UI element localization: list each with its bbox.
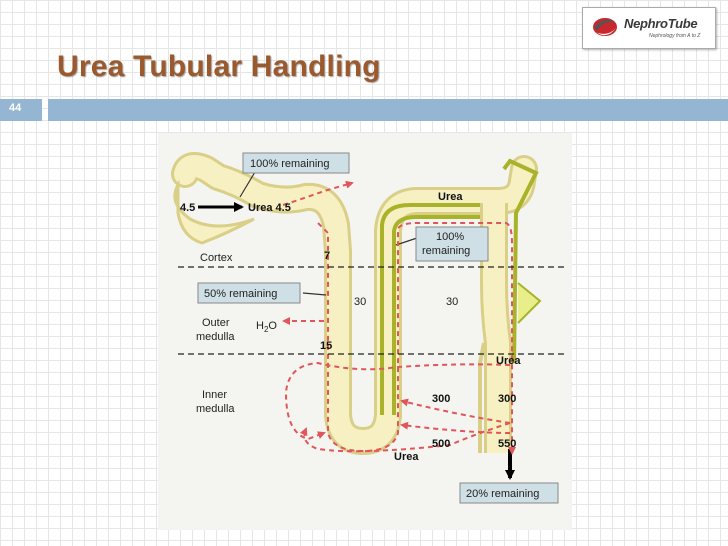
conc-15: 15 (320, 340, 332, 352)
urea-flow-path (282, 180, 516, 455)
interstitium-30-a: 30 (354, 296, 366, 308)
zone-inner-2: medulla (196, 403, 235, 415)
pointer-line-2 (302, 292, 327, 296)
filtered-load: 4.5 (180, 202, 195, 214)
nephrotube-logo-icon (593, 18, 617, 36)
box-100-remaining-dt-line2: remaining (422, 245, 470, 257)
box-50-remaining-text: 50% remaining (204, 288, 277, 300)
zone-outer-1: Outer (202, 317, 230, 329)
box-100-remaining-top-text: 100% remaining (250, 158, 330, 170)
urea-filtered: Urea 4.5 (248, 202, 291, 214)
urea-label-bottom: Urea (394, 451, 419, 463)
box-50-remaining (197, 282, 301, 304)
logo-tagline: Nephrology from A to Z (649, 33, 701, 39)
box-20-remaining-text: 20% remaining (466, 488, 539, 500)
urea-handling-diagram: 100% remaining 50% remaining 100% remain… (171, 152, 564, 504)
interstitium-300-b: 300 (498, 393, 516, 405)
interstitium-500: 500 (432, 438, 450, 450)
box-100-remaining-top (242, 152, 350, 174)
conc-7: 7 (324, 250, 330, 262)
interstitium-550: 550 (498, 438, 516, 450)
urea-label-top: Urea (438, 191, 463, 203)
nephrotube-logo: NephroTube Nephrology from A to Z (582, 7, 716, 49)
diagram-panel: 100% remaining 50% remaining 100% remain… (158, 133, 572, 530)
zone-inner-1: Inner (202, 389, 227, 401)
zone-cortex: Cortex (200, 252, 233, 264)
slide-number: 44 (9, 102, 22, 114)
box-100-remaining-dt-line1: 100% (436, 231, 464, 243)
slide-number-box: 44 (0, 99, 42, 121)
slide-title: Urea Tubular Handling (57, 50, 381, 83)
water-label: H2O (256, 320, 277, 334)
interstitium-30-b: 30 (446, 296, 458, 308)
box-20-remaining (459, 482, 559, 504)
title-underline-bar (48, 99, 728, 121)
box-100-remaining-dt (415, 226, 489, 262)
urea-label-cd: Urea (496, 355, 521, 367)
logo-name: NephroTube (624, 16, 698, 31)
nephron-tubule (171, 152, 542, 455)
interstitium-300-a: 300 (432, 393, 450, 405)
zone-outer-2: medulla (196, 331, 235, 343)
